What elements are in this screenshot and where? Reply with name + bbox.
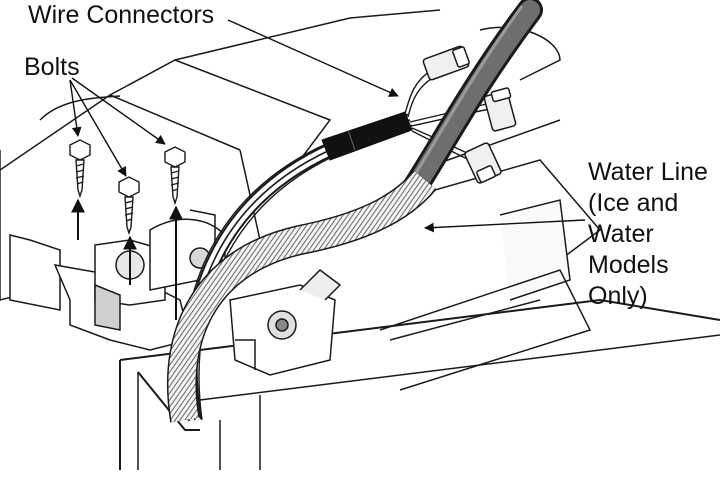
bolt-left — [69, 139, 91, 199]
refrigerator-top-panel — [0, 9, 720, 470]
wire-harness-sheath — [321, 111, 413, 161]
bolt-middle — [118, 176, 140, 236]
wire-connector-bottom — [464, 142, 502, 184]
water-line-label-line: (Ice and — [588, 189, 679, 217]
sheath-seam-icon — [347, 129, 356, 151]
water-line-label: Water Line (Ice and Water Models Only) — [588, 157, 708, 312]
wire-connectors-label: Wire Connectors — [28, 1, 215, 29]
water-line-label-line: Water — [588, 220, 654, 248]
water-line-label-line: Water Line — [588, 158, 708, 186]
water-line-label-line: Only) — [588, 282, 648, 310]
wire-connector-top — [422, 45, 470, 81]
water-line-tube — [397, 0, 543, 208]
door-stop-bracket — [229, 269, 342, 376]
water-line-label-line: Models — [588, 251, 669, 279]
wire-connector-middle — [483, 87, 517, 132]
bolt-right — [164, 146, 186, 206]
water-line-hose — [166, 170, 437, 423]
bolts-label: Bolts — [24, 53, 80, 81]
bolt-insertion-arrows — [71, 198, 183, 320]
leader-lines — [69, 19, 586, 233]
